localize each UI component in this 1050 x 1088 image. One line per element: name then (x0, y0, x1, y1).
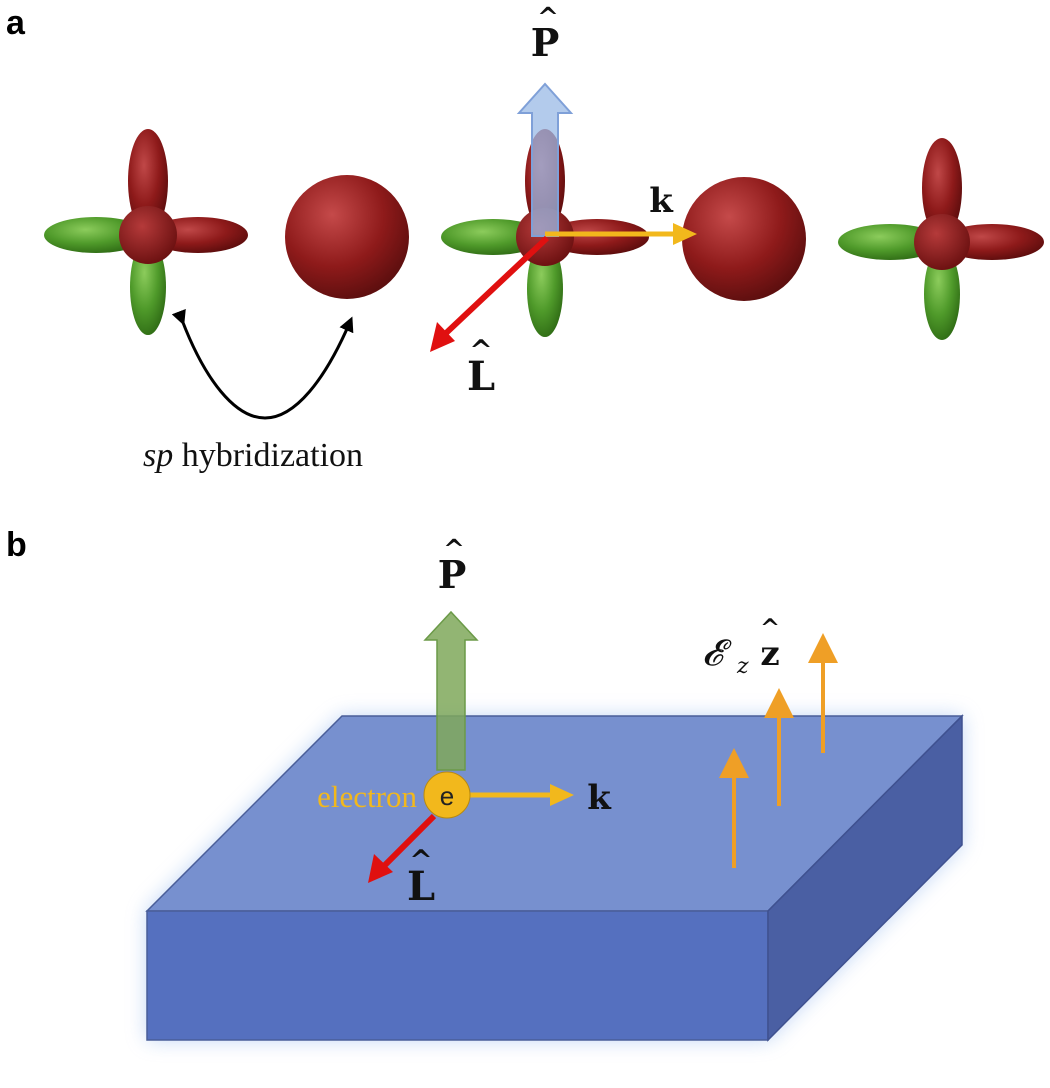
s-orbital-sphere-icon (682, 177, 806, 301)
electric-field-arrow-icon (764, 688, 794, 806)
svg-text:^: ^ (537, 3, 559, 33)
k-arrow-icon (545, 223, 697, 245)
l-hat-label: L ^ (407, 844, 435, 910)
p-hat-label: P ^ (531, 3, 560, 65)
k-arrow-icon (470, 784, 574, 806)
field-label: 𝓔 z z ^ (702, 613, 780, 679)
polarization-arrow-icon (516, 82, 574, 237)
electric-field-arrow-icon (719, 748, 749, 868)
l-arrow-icon (368, 813, 437, 883)
k-label: k (649, 181, 674, 221)
p-orbital-cross-icon (838, 138, 1044, 340)
svg-text:z: z (760, 634, 779, 674)
p-hat-label: P ^ (438, 535, 467, 597)
electric-field-arrow-icon (808, 633, 838, 753)
k-label: k (587, 778, 612, 818)
svg-text:L: L (407, 863, 435, 910)
p-orbital-cross-icon (44, 129, 248, 335)
svg-text:^: ^ (409, 844, 432, 877)
svg-text:^: ^ (760, 613, 780, 642)
l-hat-label: L ^ (467, 334, 495, 400)
electron-marker: e (423, 771, 471, 819)
panel-b-label: b (6, 526, 27, 564)
material-slab (145, 714, 964, 1042)
svg-text:L: L (467, 353, 495, 400)
l-arrow-icon (430, 235, 550, 352)
hybridization-curve-arrow-icon (171, 308, 354, 420)
svg-text:P: P (438, 552, 467, 597)
svg-text:z: z (736, 654, 749, 679)
electron-label: electron (317, 779, 417, 814)
svg-text:𝓔: 𝓔 (702, 633, 732, 674)
panel-a-label: a (6, 4, 26, 42)
svg-text:P: P (531, 20, 560, 65)
s-orbital-sphere-icon (285, 175, 409, 299)
svg-text:^: ^ (469, 334, 492, 367)
svg-text:^: ^ (443, 535, 465, 565)
sp-hybridization-caption: sp hybridization (143, 437, 363, 474)
polarization-arrow-icon (423, 610, 479, 771)
electron-symbol: e (440, 781, 454, 811)
